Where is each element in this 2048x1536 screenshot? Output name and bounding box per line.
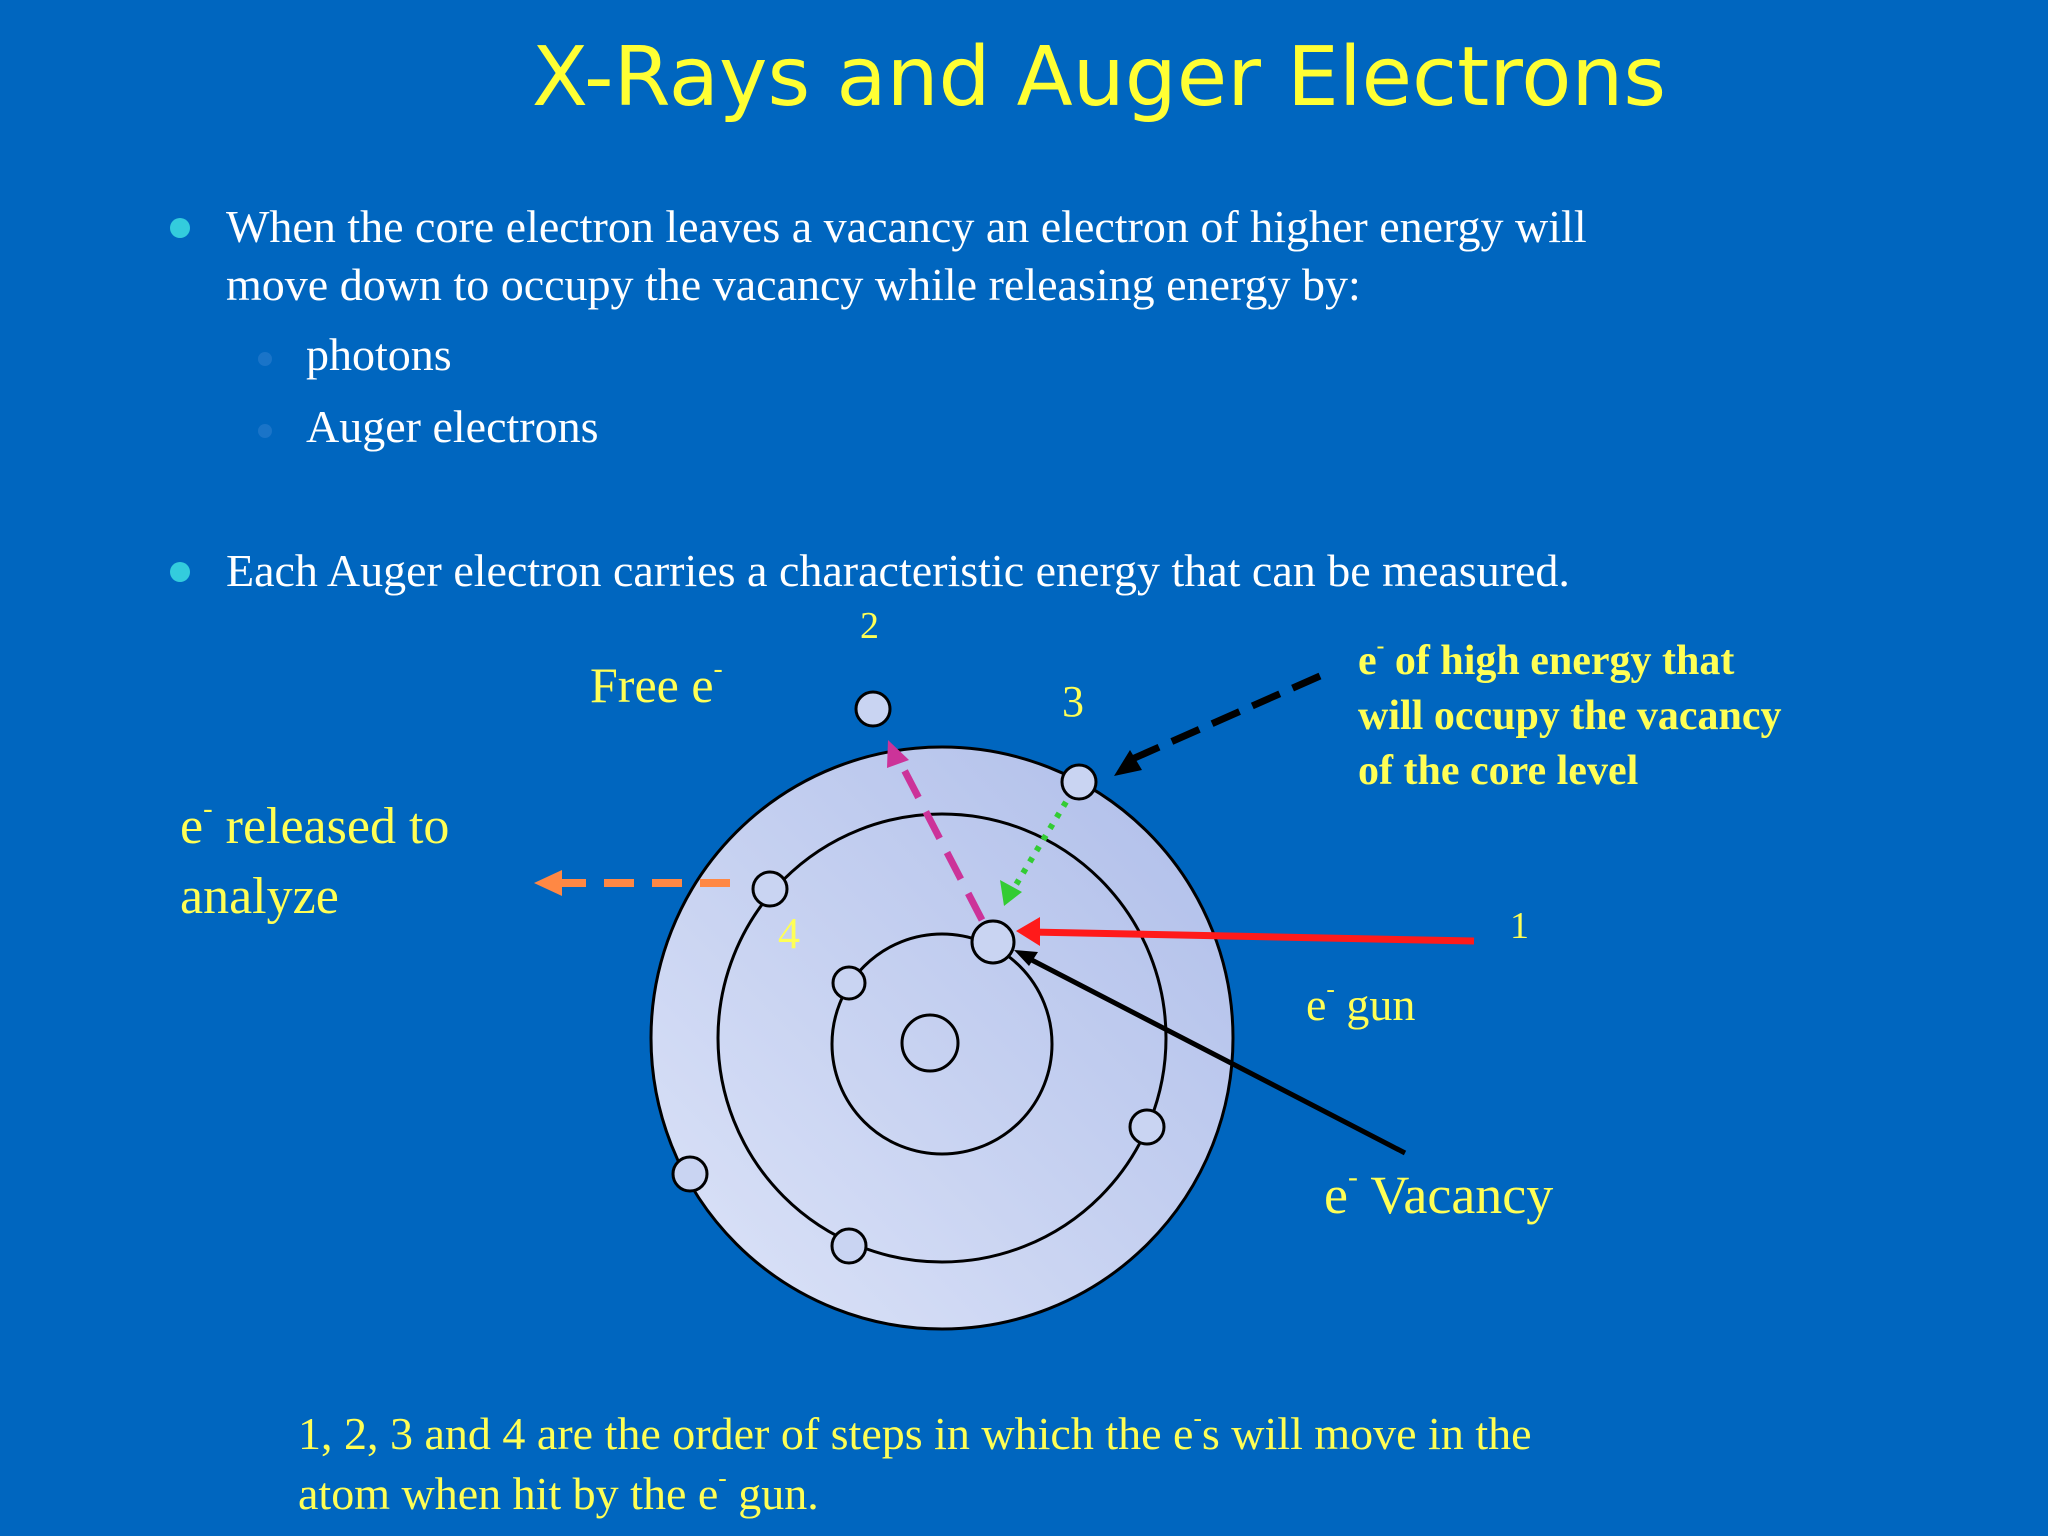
label-high-energy-electron: e- of high energy that will occupy the v… bbox=[1358, 634, 1781, 799]
caption: 1, 2, 3 and 4 are the order of steps in … bbox=[298, 1404, 1532, 1524]
electron-middle-right bbox=[1130, 1110, 1164, 1144]
electron-outer-left bbox=[673, 1157, 707, 1191]
label-step-4: 4 bbox=[778, 908, 800, 959]
electron-middle-bottom bbox=[832, 1229, 866, 1263]
label-released-to-analyze: e- released to analyze bbox=[180, 792, 449, 932]
black-pointer-arrow bbox=[1130, 676, 1320, 760]
electron-middle-4 bbox=[753, 872, 787, 906]
electron-outer-3 bbox=[1062, 765, 1096, 799]
electron-inner-left bbox=[833, 967, 865, 999]
electron-free-2 bbox=[856, 692, 890, 726]
label-e-gun: e- gun bbox=[1306, 978, 1415, 1031]
atom-outer-shell bbox=[651, 747, 1233, 1329]
label-step-1: 1 bbox=[1510, 904, 1529, 948]
label-step-2: 2 bbox=[860, 604, 879, 648]
label-e-vacancy: e- Vacancy bbox=[1324, 1164, 1553, 1226]
orange-arrowhead bbox=[534, 870, 562, 896]
label-step-3: 3 bbox=[1062, 676, 1084, 727]
electron-core-vacancy bbox=[972, 921, 1014, 963]
label-free-electron: Free e- bbox=[590, 656, 723, 714]
